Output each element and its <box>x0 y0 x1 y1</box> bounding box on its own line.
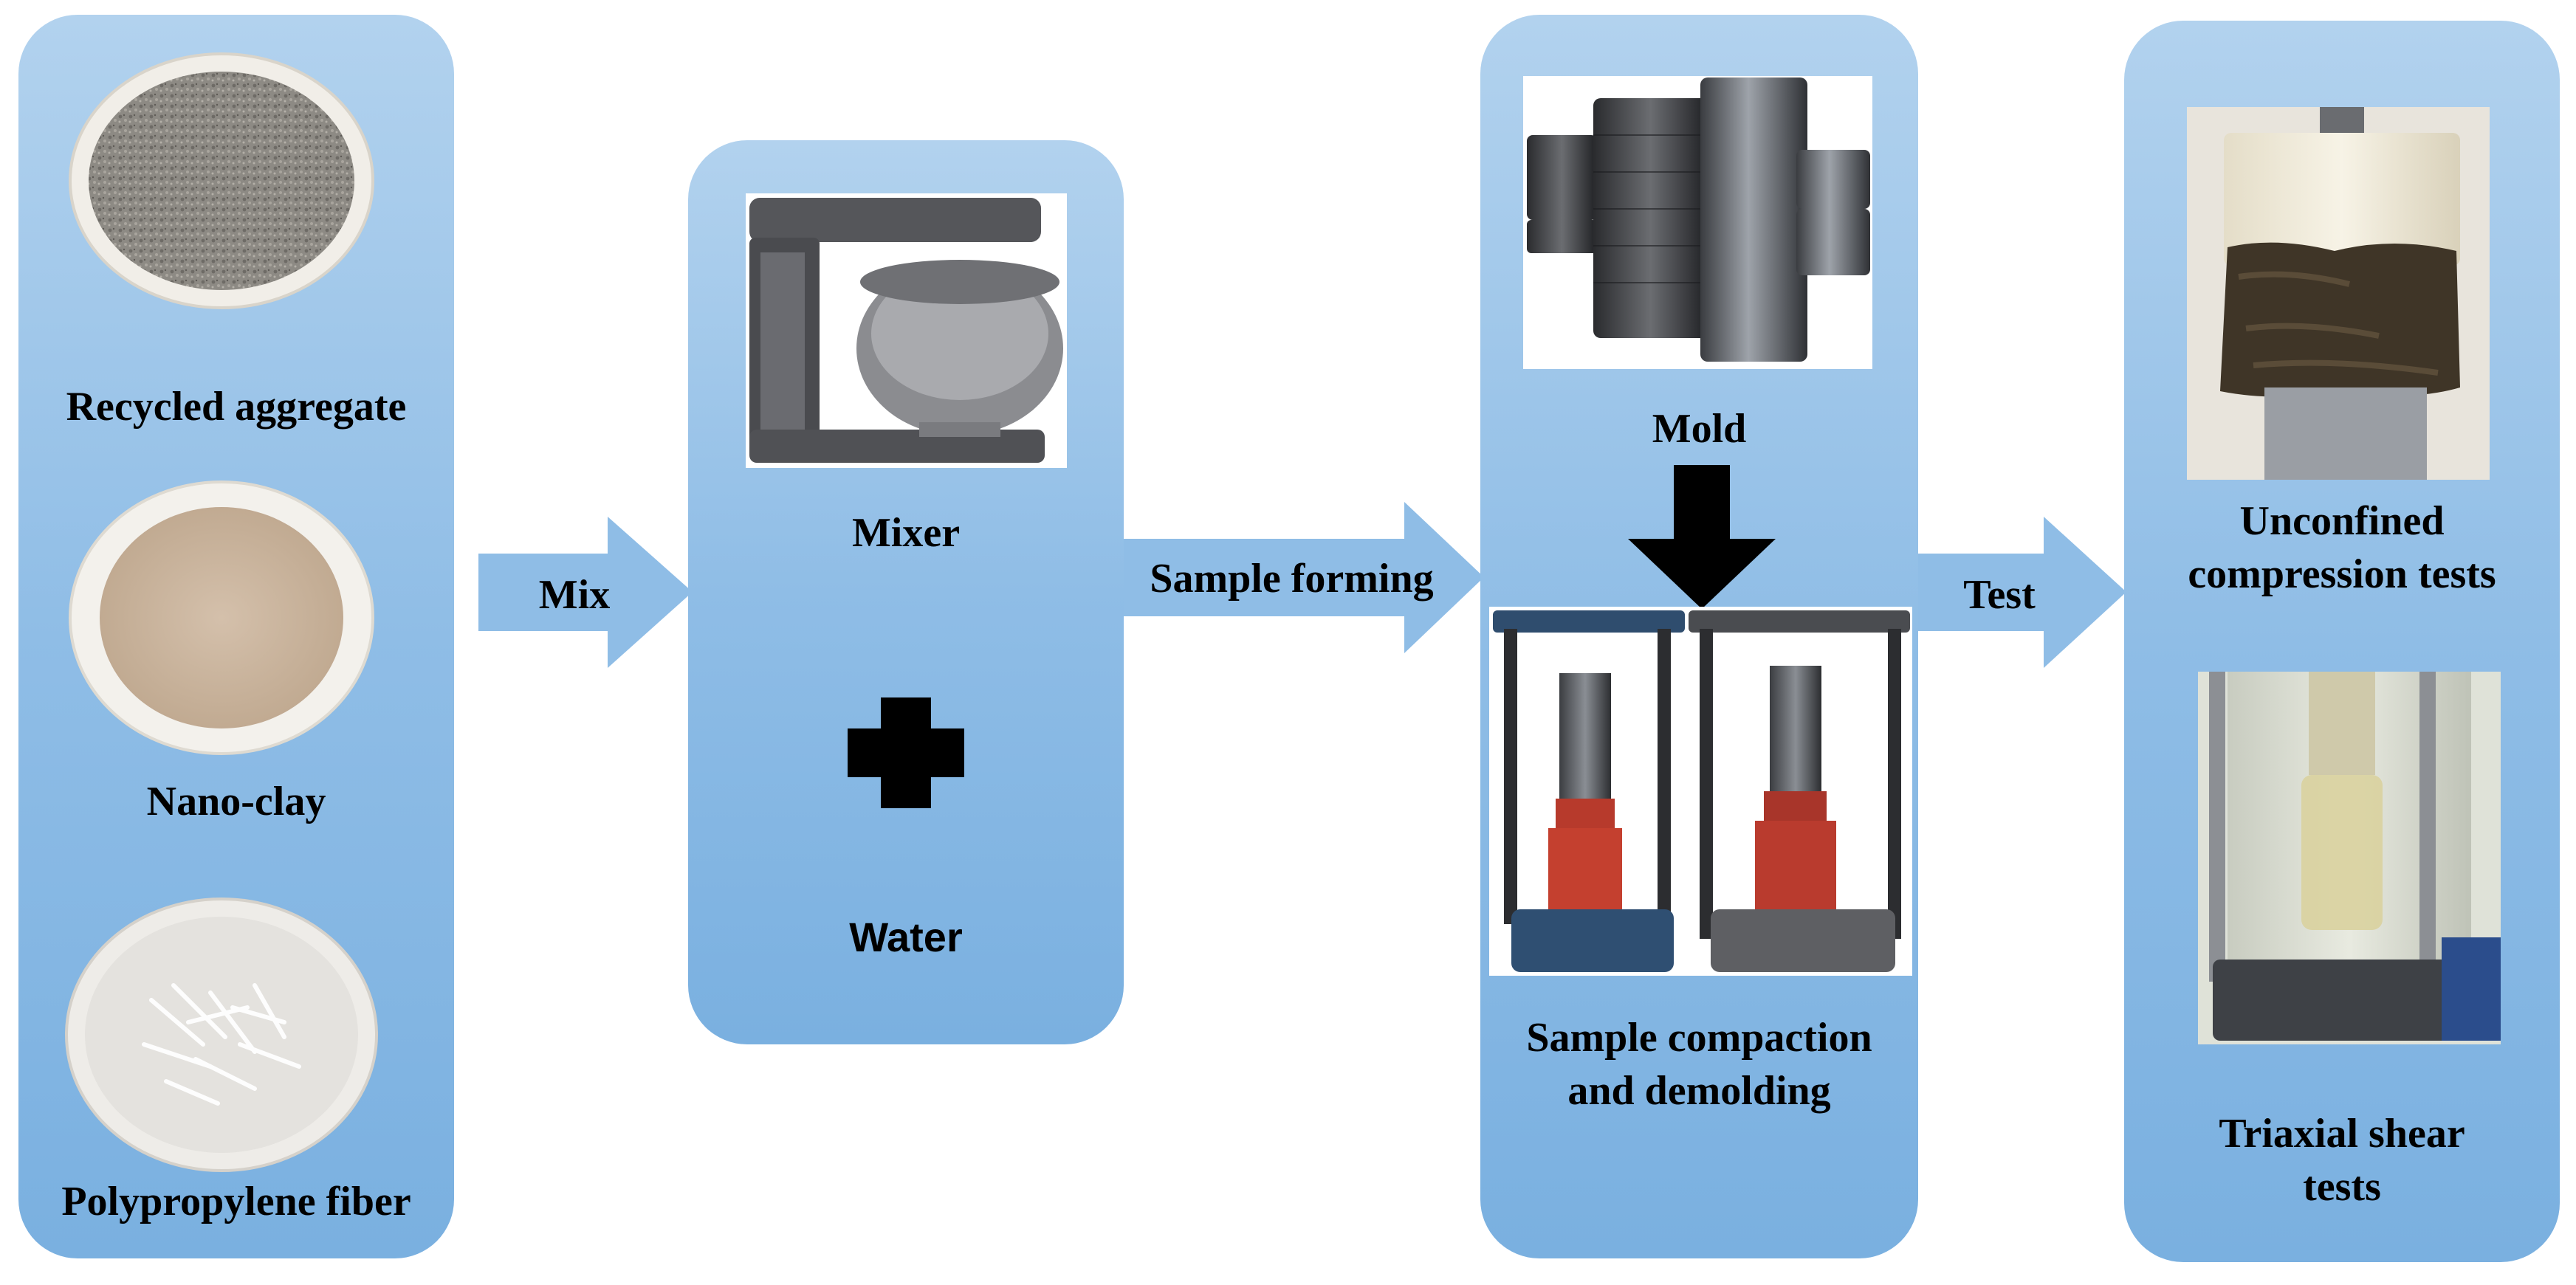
water-label: Water <box>849 914 963 960</box>
nano-clay-photo <box>69 480 374 755</box>
compaction-demolding-photo <box>1489 607 1912 976</box>
ucs-label-line2: compression tests <box>2188 551 2496 597</box>
triaxial-shear-photo <box>2198 672 2501 1044</box>
ucs-label-line1: Unconfined <box>2239 498 2445 544</box>
nano-clay-label: Nano-clay <box>146 779 326 824</box>
mix-label: Mix <box>538 572 611 618</box>
test-arrow-icon <box>1918 517 2126 668</box>
plus-icon <box>848 697 964 808</box>
polypropylene-fiber-photo <box>65 898 378 1172</box>
down-arrow-icon <box>1628 465 1776 609</box>
compaction-label-line2: and demolding <box>1567 1068 1831 1114</box>
mold-label: Mold <box>1652 406 1747 452</box>
compaction-label-line1: Sample compaction <box>1526 1015 1872 1061</box>
recycled-aggregate-label: Recycled aggregate <box>66 384 407 430</box>
mix-arrow-icon <box>478 517 693 668</box>
mixer-photo <box>746 193 1067 468</box>
triaxial-label-line2: tests <box>2303 1164 2381 1210</box>
recycled-aggregate-photo <box>69 52 374 309</box>
triaxial-label-line1: Triaxial shear <box>2219 1111 2465 1157</box>
mold-photo <box>1523 76 1872 369</box>
polypropylene-fiber-label: Polypropylene fiber <box>61 1179 411 1224</box>
mixer-label: Mixer <box>851 510 961 556</box>
unconfined-compression-photo <box>2187 107 2490 480</box>
sample-forming-label: Sample forming <box>1150 556 1434 602</box>
test-label: Test <box>1963 572 2036 618</box>
sample-forming-arrow-icon <box>1124 502 1484 653</box>
